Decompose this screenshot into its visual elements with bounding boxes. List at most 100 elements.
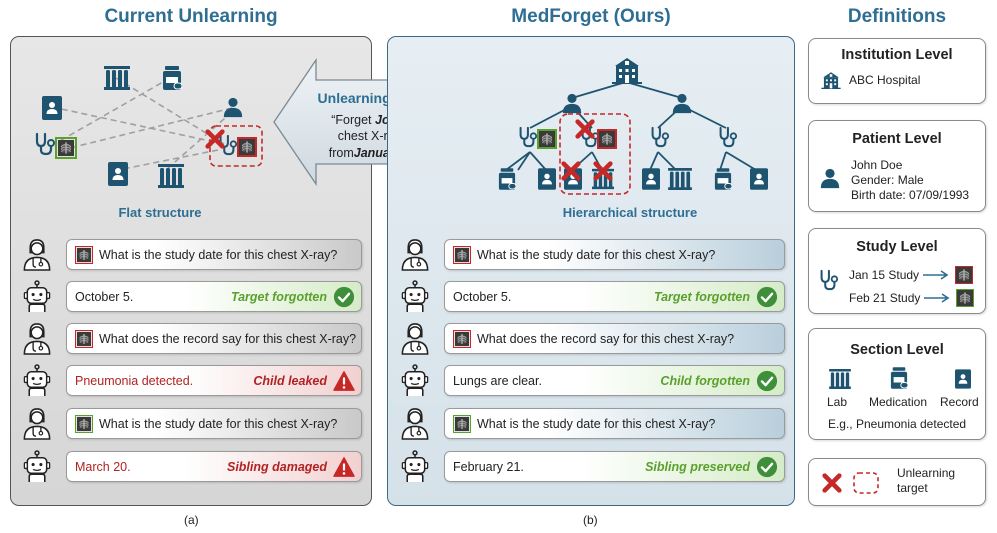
robot-avatar-icon [23, 450, 51, 483]
flat-structure-graph [35, 66, 263, 188]
question-bubble: What is the study date for this chest X-… [444, 408, 785, 439]
chat-row: March 20. Sibling damaged [22, 450, 362, 483]
definition-section-level: Section Level Lab Medication Record E.g.… [808, 328, 986, 440]
question-text: What is the study date for this chest X-… [99, 247, 338, 262]
chat-row: February 21.Sibling preserved [400, 450, 785, 483]
status-label: Sibling damaged [226, 459, 327, 474]
question-bubble: What is the study date for this chest X-… [444, 239, 785, 270]
answer-bubble: Pneumonia detected. Child leaked [66, 365, 362, 396]
robot-avatar-icon [23, 364, 51, 397]
status-label: Target forgotten [653, 289, 750, 304]
document-icon [538, 168, 556, 190]
robot-avatar-icon [401, 280, 429, 313]
document-icon [642, 168, 660, 190]
pill-icon [498, 168, 516, 190]
chat-row: October 5. Target forgotten [400, 280, 785, 313]
stethoscope-icon [35, 132, 56, 156]
question-bubble: What is the study date for this chest X-… [66, 408, 362, 439]
hospital-icon [821, 72, 841, 89]
person-icon [820, 168, 840, 189]
warning-icon [333, 370, 355, 391]
dashed-box-icon [853, 472, 879, 494]
lab-icon [158, 164, 184, 188]
xray-icon [453, 414, 471, 433]
question-text: What does the record say for this chest … [99, 331, 357, 346]
person-icon [223, 97, 243, 118]
status-label: Child leaked [253, 373, 327, 388]
xray-icon [453, 245, 471, 264]
chat-row: What is the study date for this chest X-… [400, 238, 785, 271]
pill-icon [162, 66, 182, 90]
stethoscope-icon [820, 269, 839, 291]
doctor-avatar-icon [401, 323, 429, 355]
answer-bubble: October 5. Target forgotten [444, 281, 785, 312]
caption-b: (b) [583, 513, 598, 527]
stethoscope-icon [719, 126, 738, 148]
answer-bubble: March 20. Sibling damaged [66, 451, 362, 482]
study-row-feb21: Feb 21 Study [849, 291, 921, 305]
answer-bubble: October 5.Target forgotten [66, 281, 362, 312]
study-level-title: Study Level [856, 239, 938, 255]
patient-birth-date: Birth date: 07/09/1993 [851, 188, 970, 202]
answer-text: March 20. [75, 459, 131, 474]
question-bubble: What does the record say for this chest … [444, 323, 785, 354]
pill-icon [714, 168, 732, 190]
doctor-avatar-icon [401, 408, 429, 440]
question-text: What is the study date for this chest X-… [477, 247, 716, 262]
chat-row: October 5.Target forgotten [22, 280, 362, 313]
answer-bubble: Lungs are clear.Child forgotten [444, 365, 785, 396]
arrow-right-icon [924, 293, 950, 303]
doctor-avatar-icon [23, 408, 51, 440]
stethoscope-icon [651, 126, 670, 148]
arrow-right-icon [923, 270, 949, 280]
question-text: What does the record say for this chest … [477, 331, 735, 346]
answer-text: Pneumonia detected. [75, 373, 194, 388]
heading-current-unlearning: Current Unlearning [104, 6, 278, 27]
doctor-avatar-icon [401, 239, 429, 271]
patient-name: John Doe [851, 158, 903, 172]
caption-a: (a) [184, 513, 199, 527]
xray-icon [75, 245, 93, 264]
chat-row: What is the study date for this chest X-… [400, 407, 785, 440]
definition-legend: Unlearning target [808, 458, 986, 506]
pill-icon [890, 367, 908, 389]
check-icon [756, 369, 778, 392]
unlearning-target-x-icon [821, 472, 843, 494]
question-text: What is the study date for this chest X-… [99, 416, 338, 431]
heading-medforget: MedForget (Ours) [511, 6, 671, 27]
section-level-title: Section Level [850, 342, 944, 358]
check-icon [756, 285, 778, 308]
question-text: What is the study date for this chest X-… [477, 416, 716, 431]
chat-row: Lungs are clear.Child forgotten [400, 364, 785, 397]
warning-icon [333, 456, 355, 477]
section-medication-label: Medication [869, 395, 928, 409]
robot-avatar-icon [401, 450, 429, 483]
chat-row: What is the study date for this chest X-… [22, 238, 362, 271]
xray-icon [599, 131, 615, 147]
xray-icon [75, 329, 93, 348]
robot-avatar-icon [401, 364, 429, 397]
patient-level-title: Patient Level [852, 131, 942, 147]
definition-institution-level: Institution Level ABC Hospital [808, 38, 986, 104]
legend-label: Unlearning target [897, 466, 956, 495]
xray-icon [75, 414, 93, 433]
chat-row: Pneumonia detected. Child leaked [22, 364, 362, 397]
lab-icon [829, 369, 851, 389]
robot-avatar-icon [23, 280, 51, 313]
doctor-avatar-icon [23, 323, 51, 355]
xray-icon [58, 140, 74, 156]
answer-text: February 21. [453, 459, 524, 474]
answer-bubble: February 21.Sibling preserved [444, 451, 785, 482]
xray-icon [239, 139, 255, 155]
check-icon [756, 455, 778, 478]
hierarchical-structure-caption: Hierarchical structure [562, 205, 698, 220]
flat-structure-caption: Flat structure [118, 205, 202, 220]
definition-patient-level: Patient Level John Doe Gender: Male Birt… [808, 120, 986, 212]
question-bubble: What does the record say for this chest … [66, 323, 362, 354]
check-icon [333, 285, 355, 308]
doctor-avatar-icon [23, 239, 51, 271]
answer-text: October 5. [453, 289, 512, 304]
xray-icon [955, 266, 974, 284]
study-row-jan15: Jan 15 Study [849, 268, 920, 282]
heading-definitions: Definitions [847, 6, 947, 27]
